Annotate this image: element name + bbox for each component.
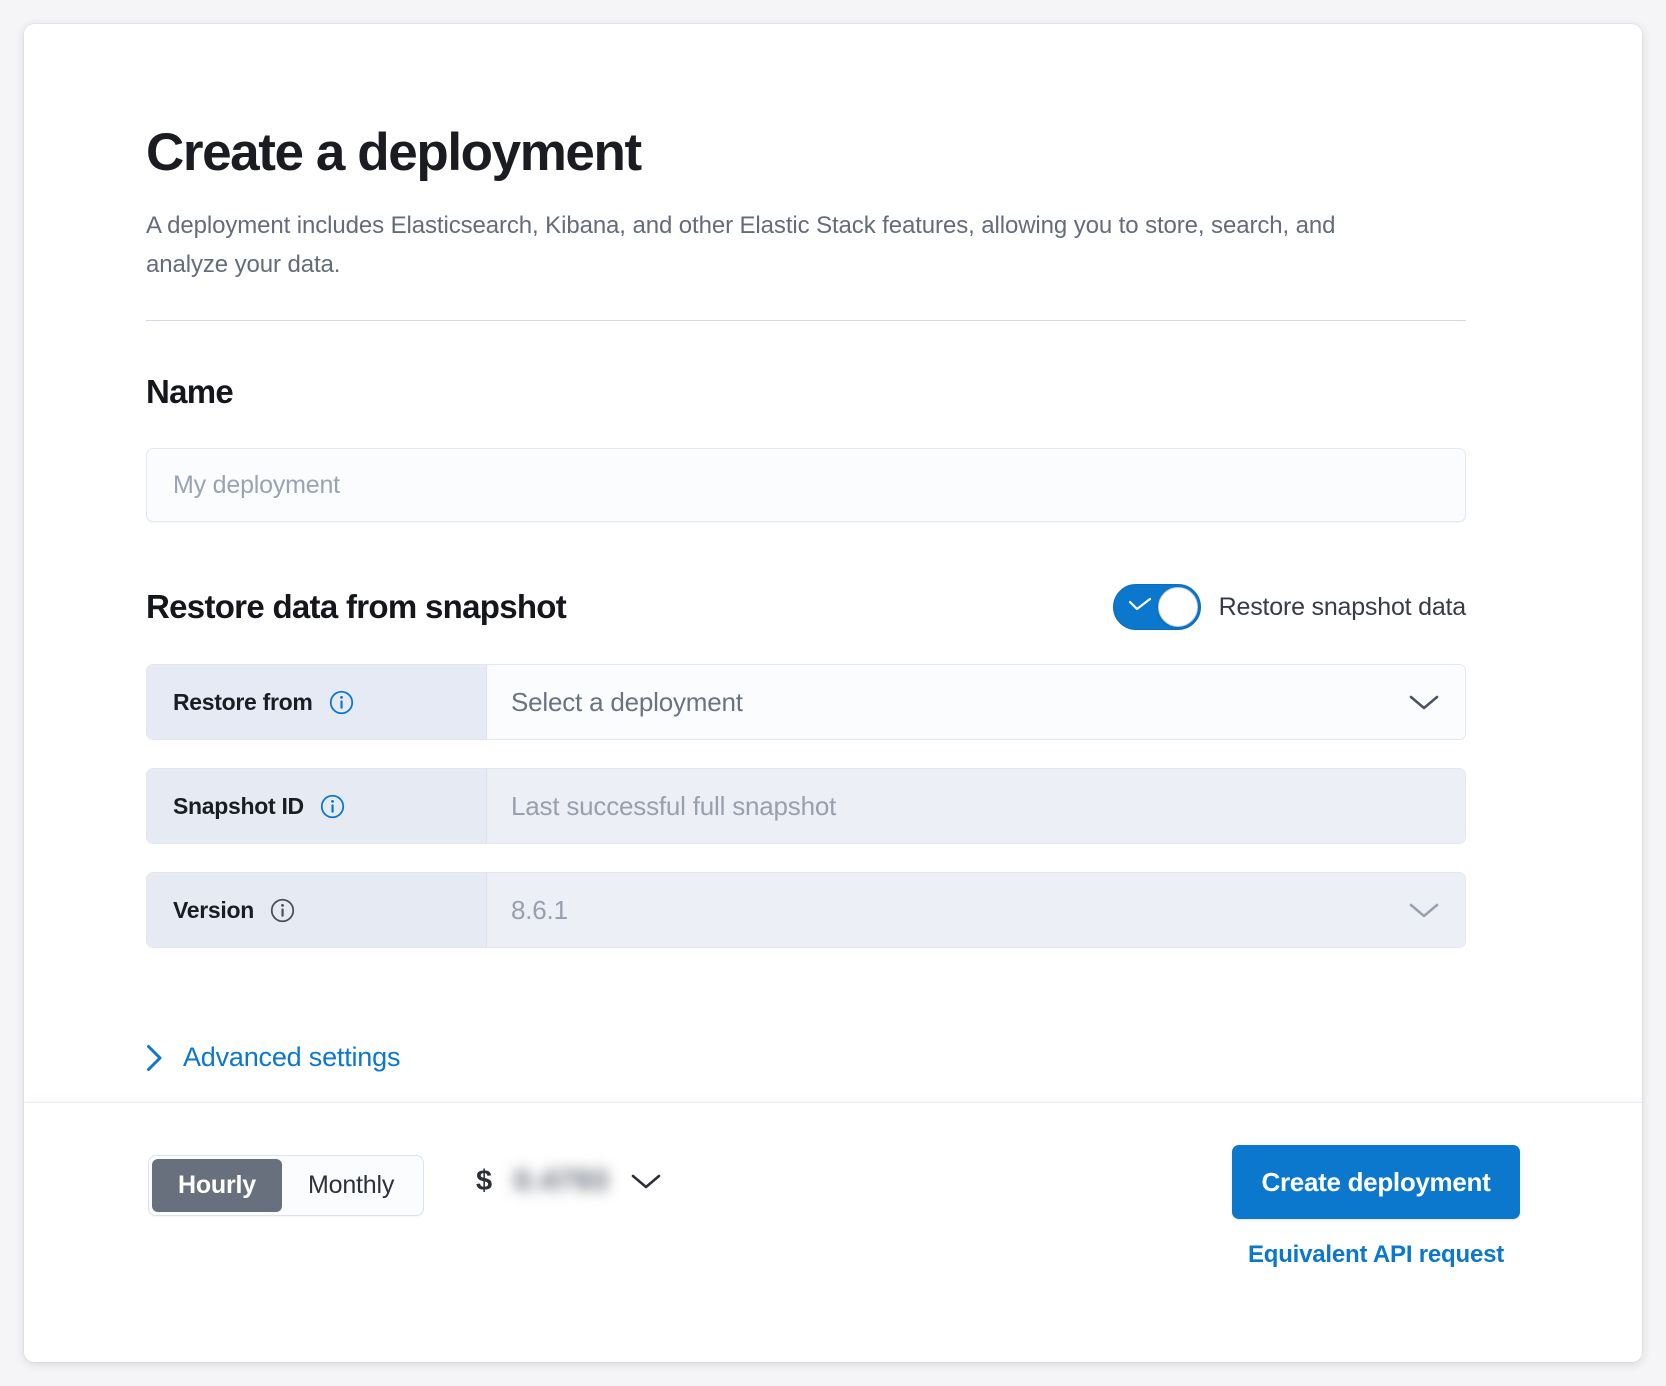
version-label: Version <box>173 896 254 923</box>
info-circle-icon[interactable] <box>329 690 354 715</box>
deployment-name-placeholder: My deployment <box>173 470 340 499</box>
deployment-name-input[interactable]: My deployment <box>146 448 1466 523</box>
chevron-down-icon <box>1409 903 1439 917</box>
advanced-settings-label: Advanced settings <box>183 1042 401 1073</box>
restore-snapshot-toggle[interactable] <box>1112 584 1201 631</box>
restore-snapshot-toggle-label: Restore snapshot data <box>1218 592 1467 621</box>
snapshot-header-row: Restore data from snapshot Restore snaps… <box>146 584 1467 631</box>
info-circle-icon[interactable] <box>320 794 345 819</box>
header-divider <box>146 320 1466 322</box>
snapshot-id-row: Snapshot ID Last successful full snapsho… <box>146 768 1466 845</box>
chevron-down-icon[interactable] <box>631 1173 661 1190</box>
snapshot-id-field: Last successful full snapshot <box>487 769 1465 844</box>
restore-from-label-group: Restore from <box>147 665 487 740</box>
snapshot-heading: Restore data from snapshot <box>146 588 567 626</box>
page-title: Create a deployment <box>146 123 642 182</box>
name-section: Name My deployment <box>146 373 1522 523</box>
info-circle-icon[interactable] <box>270 898 295 923</box>
chevron-down-icon[interactable] <box>1409 694 1439 711</box>
name-heading: Name <box>146 373 234 411</box>
price-value-redacted: 0.4793 <box>514 1165 609 1197</box>
create-deployment-button[interactable]: Create deployment <box>1232 1145 1520 1219</box>
equivalent-api-request-link[interactable]: Equivalent API request <box>1247 1241 1505 1268</box>
advanced-settings-toggle[interactable]: Advanced settings <box>146 1042 400 1073</box>
version-label-group: Version <box>147 873 487 948</box>
version-value: 8.6.1 <box>511 894 568 925</box>
bottom-bar-inner: Hourly Monthly $ 0.4793 Create deploymen… <box>24 1103 1642 1362</box>
page-subtitle: A deployment includes Elasticsearch, Kib… <box>146 212 1336 278</box>
snapshot-id-label: Snapshot ID <box>173 792 304 819</box>
snapshot-id-value: Last successful full snapshot <box>511 790 837 821</box>
check-icon <box>1128 598 1151 611</box>
snapshot-id-label-group: Snapshot ID <box>147 769 487 844</box>
restore-from-value: Select a deployment <box>511 686 743 717</box>
billing-option-hourly[interactable]: Hourly <box>152 1159 282 1212</box>
version-field: 8.6.1 <box>487 873 1465 948</box>
restore-from-label: Restore from <box>173 688 313 715</box>
restore-from-row[interactable]: Restore from Select a deployment <box>146 664 1466 741</box>
create-deployment-card: Create a deployment A deployment include… <box>24 24 1642 1362</box>
restore-snapshot-toggle-wrap[interactable]: Restore snapshot data <box>1112 584 1467 631</box>
price-summary[interactable]: $ 0.4793 <box>476 1165 661 1198</box>
bottom-action-bar: Hourly Monthly $ 0.4793 Create deploymen… <box>24 1102 1642 1362</box>
card-body: Create a deployment A deployment include… <box>24 24 1642 1077</box>
billing-period-group[interactable]: Hourly Monthly <box>148 1155 425 1216</box>
version-row: Version 8.6.1 <box>146 872 1466 949</box>
billing-option-monthly[interactable]: Monthly <box>307 1171 395 1199</box>
price-currency-symbol: $ <box>476 1165 493 1197</box>
restore-from-field[interactable]: Select a deployment <box>487 665 1465 740</box>
chevron-right-icon <box>147 1044 162 1071</box>
snapshot-form-rows: Restore from Select a deployment <box>146 664 1522 949</box>
toggle-knob <box>1157 587 1198 628</box>
